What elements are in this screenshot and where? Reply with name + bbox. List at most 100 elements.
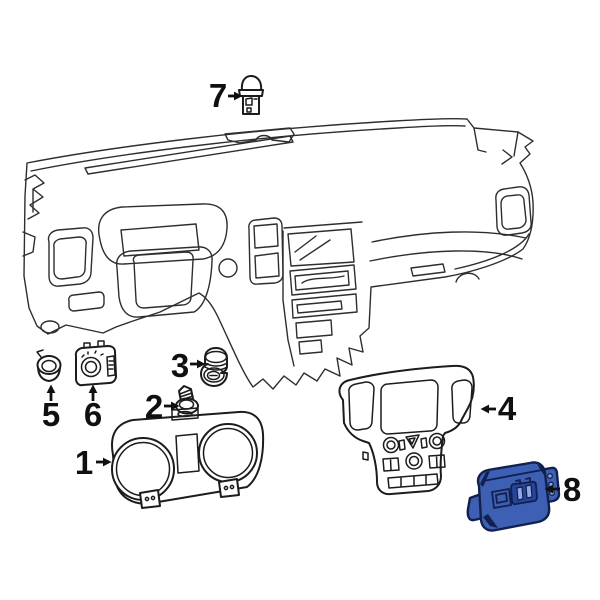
switch-hole <box>218 258 238 278</box>
switch-panel-tabs <box>83 340 105 349</box>
bezel-knob-center <box>405 452 423 470</box>
cluster-tab-slot <box>177 410 193 418</box>
bezel-side-tab <box>362 451 369 461</box>
cluster-opening-inner <box>132 251 194 309</box>
center-stack-vent <box>289 264 357 296</box>
callout-2: 2 <box>145 388 180 425</box>
module-top-crease <box>482 469 543 482</box>
cluster-hood-inner <box>120 223 200 257</box>
bezel-knob-left-inner <box>386 440 396 450</box>
cluster-top-tab <box>171 407 199 421</box>
switch-connector <box>106 355 116 377</box>
callout-3-label: 3 <box>171 347 189 384</box>
glove-box-handle <box>410 263 446 277</box>
bezel-buttons-row2 <box>382 454 446 472</box>
tab-br-hole-1 <box>223 485 229 491</box>
glove-box-seams <box>369 231 530 270</box>
callout-4-arrow-head <box>480 404 489 414</box>
center-stack-screen <box>287 228 355 267</box>
ignition-face <box>203 367 225 383</box>
center-stack-steps <box>295 319 333 355</box>
module-connector-slot-2 <box>525 484 533 499</box>
part-3-ignition-switch <box>200 347 228 387</box>
module-connector-prongs <box>515 477 531 485</box>
gauge-right-inner <box>202 427 254 479</box>
callout-3: 3 <box>171 347 206 384</box>
switch-knob <box>80 356 102 378</box>
button-tab <box>36 349 44 358</box>
callout-6-arrow-head <box>88 384 98 393</box>
ignition-keyway <box>206 370 221 381</box>
left-bracket-detail <box>22 174 45 257</box>
callout-1-arrow-head <box>103 457 112 467</box>
callout-4-label: 4 <box>498 390 517 427</box>
bezel-knob-right-inner <box>432 436 442 446</box>
part-8-control-module <box>466 461 561 532</box>
callout-5-label: 5 <box>42 396 60 433</box>
left-end-vent-inner <box>53 236 87 280</box>
defroster-vent-slot <box>84 135 294 175</box>
cluster-tab-bottom-right <box>218 478 240 498</box>
module-connector-large <box>510 480 538 506</box>
lower-right-bump <box>455 272 480 283</box>
module-connector-small <box>491 488 512 509</box>
right-bracket-detail <box>473 127 519 165</box>
part-4-center-stack-bezel <box>338 364 475 496</box>
tab-br-hole-2 <box>229 484 235 490</box>
bulb-flange <box>238 89 264 97</box>
tab-bl-hole-2 <box>150 495 156 501</box>
bezel-left-vent <box>348 381 375 431</box>
callout-1-label: 1 <box>75 444 93 481</box>
switch-icon-marks <box>81 350 104 358</box>
module-corner-shade-tl <box>480 471 490 487</box>
callout-7-label: 7 <box>209 77 227 114</box>
bezel-knob-right <box>428 432 446 450</box>
callout-2-arrow-head <box>171 401 180 411</box>
cluster-hood <box>98 203 228 265</box>
bezel-bottom-slot <box>387 473 439 489</box>
callout-5-arrow-head <box>46 384 56 393</box>
cluster-tab-bottom-left <box>139 489 161 509</box>
bulb-body-detail <box>245 97 258 113</box>
ignition-knurl <box>204 362 228 371</box>
part-5-push-button-switch <box>36 349 62 382</box>
callout-5: 5 <box>42 384 60 433</box>
callout-2-label: 2 <box>145 388 163 425</box>
callout-8-label: 8 <box>563 471 581 508</box>
center-stack-edge <box>282 221 363 367</box>
bezel-knob-left <box>382 436 400 454</box>
windshield-trim-line <box>30 124 466 172</box>
module-tab-hole-1 <box>547 473 553 479</box>
bezel-buttons-row1 <box>398 437 428 451</box>
dashboard-outline <box>23 117 534 390</box>
bezel-knob-center-inner <box>408 455 420 467</box>
bezel-right-vent <box>451 379 473 424</box>
right-end-vent-inner <box>500 194 527 230</box>
callout-8: 8 <box>544 471 581 508</box>
center-stack-slot <box>291 293 358 319</box>
bulb-dome <box>240 75 263 91</box>
callout-6-label: 6 <box>84 396 102 433</box>
speaker-grille-cutout <box>224 127 295 144</box>
gauge-right <box>198 423 258 483</box>
cluster-center-display <box>175 433 200 474</box>
module-connector-slot-1 <box>516 486 524 501</box>
left-end-vent <box>47 227 94 287</box>
gauge-left <box>111 437 175 501</box>
callout-7-arrow-head <box>234 91 243 101</box>
callout-8-arrow-head <box>544 484 553 494</box>
dashboard-line-art <box>22 117 534 390</box>
callout-4: 4 <box>480 390 517 427</box>
callout-3-arrow-head <box>197 359 206 369</box>
callout-7: 7 <box>209 77 243 114</box>
part-1-instrument-cluster <box>111 407 265 509</box>
button-cap <box>41 359 57 373</box>
tab-bl-hole-1 <box>144 496 150 502</box>
cluster-opening <box>115 246 213 318</box>
ignition-top <box>204 350 228 364</box>
part-7-bulb-socket <box>238 75 264 115</box>
switch-knob-inner <box>84 360 98 374</box>
bezel-screen-opening <box>380 379 439 435</box>
